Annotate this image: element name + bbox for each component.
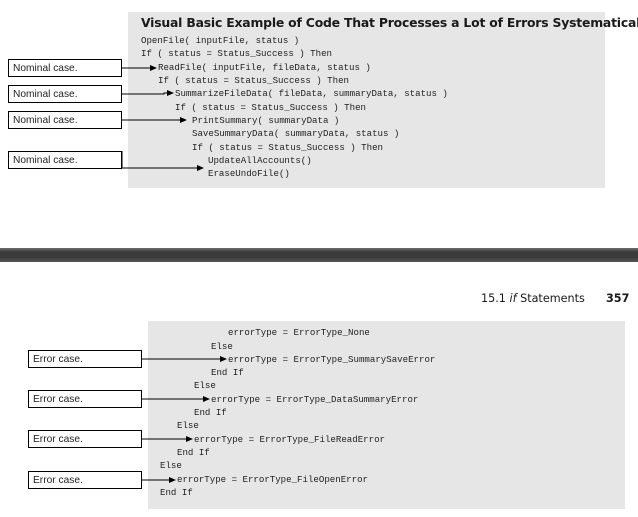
code-line: EraseUndoFile(): [208, 168, 290, 179]
callout-arrowhead: [169, 477, 176, 483]
example-title: Visual Basic Example of Code That Proces…: [141, 15, 638, 30]
callout-arrowhead: [186, 436, 193, 442]
code-line: If ( status = Status_Success ) Then: [141, 48, 332, 59]
nominal-case-callout: Nominal case.: [8, 111, 122, 129]
page-number: 357: [606, 292, 630, 305]
code-line: SaveSummaryData( summaryData, status ): [192, 128, 400, 139]
error-case-callout: Error case.: [28, 350, 142, 368]
error-case-callout: Error case.: [28, 471, 142, 489]
callout-arrowhead: [167, 90, 174, 96]
code-line: SummarizeFileData( fileData, summaryData…: [175, 88, 448, 99]
code-line: If ( status = Status_Success ) Then: [158, 75, 349, 86]
callout-arrowhead: [180, 117, 187, 123]
error-case-callout: Error case.: [28, 390, 142, 408]
top-code-box: [128, 12, 605, 188]
callout-arrowhead: [197, 165, 204, 171]
code-line: End If: [211, 367, 244, 378]
nominal-case-callout: Nominal case.: [8, 151, 122, 169]
page-divider: [0, 248, 638, 262]
code-line: If ( status = Status_Success ) Then: [175, 102, 366, 113]
code-line: Else: [194, 380, 216, 391]
callout-arrowhead: [220, 356, 227, 362]
nominal-case-callout: Nominal case.: [8, 85, 122, 103]
section-rest: Statements: [520, 292, 585, 305]
code-line: End If: [177, 447, 210, 458]
code-line: ReadFile( inputFile, fileData, status ): [158, 62, 371, 73]
section-heading: 15.1 if Statements: [481, 292, 585, 305]
code-line: errorType = ErrorType_FileOpenError: [177, 474, 368, 485]
error-case-callout: Error case.: [28, 430, 142, 448]
code-line: UpdateAllAccounts(): [208, 155, 312, 166]
callout-arrow: [122, 92, 168, 95]
section-number: 15.1: [481, 292, 506, 305]
callout-arrow: [121, 151, 198, 169]
nominal-case-callout: Nominal case.: [8, 59, 122, 77]
code-line: Else: [177, 420, 199, 431]
code-line: PrintSummary( summaryData ): [192, 115, 340, 126]
code-line: End If: [160, 487, 193, 498]
code-line: errorType = ErrorType_FileReadError: [194, 434, 385, 445]
code-line: End If: [194, 407, 227, 418]
code-line: Else: [160, 460, 182, 471]
code-line: errorType = ErrorType_SummarySaveError: [228, 354, 436, 365]
code-line: errorType = ErrorType_DataSummaryError: [211, 394, 419, 405]
code-line: If ( status = Status_Success ) Then: [192, 142, 383, 153]
callout-arrowhead: [203, 396, 210, 402]
code-line: Else: [211, 341, 233, 352]
bottom-code-box: [148, 321, 625, 509]
code-line: errorType = ErrorType_None: [228, 327, 370, 338]
section-keyword: if: [509, 292, 517, 305]
callout-arrowhead: [150, 65, 157, 71]
code-line: OpenFile( inputFile, status ): [141, 35, 300, 46]
